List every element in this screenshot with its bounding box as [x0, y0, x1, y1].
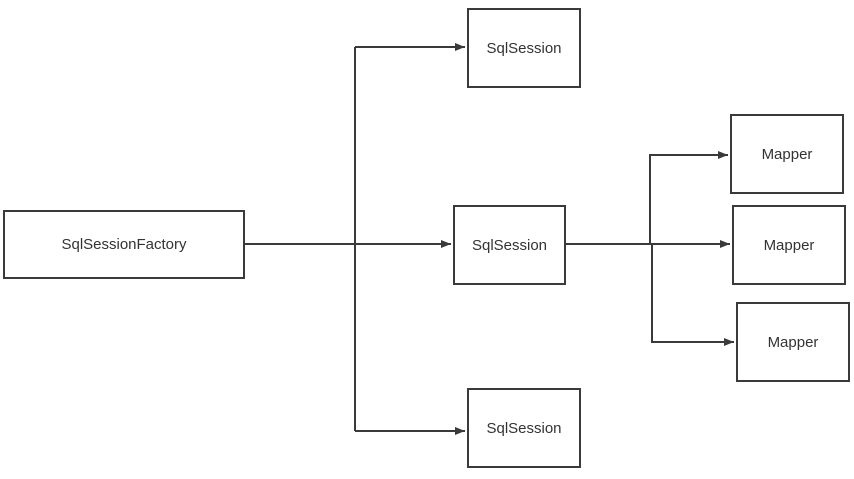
- mapper-node-2: Mapper: [732, 205, 846, 285]
- sqlsessionfactory-label: SqlSessionFactory: [61, 236, 187, 253]
- sqlsession-label-3: SqlSession: [486, 419, 562, 437]
- mapper-label-1: Mapper: [761, 145, 813, 163]
- sqlsessionfactory-node: SqlSessionFactory: [3, 210, 245, 279]
- arrow-to-mapper-3: [650, 243, 734, 346]
- mapper-label-2: Mapper: [763, 236, 815, 254]
- sqlsession-node-3: SqlSession: [467, 388, 581, 468]
- sqlsession-node-2: SqlSession: [453, 205, 566, 285]
- mapper-label-3: Mapper: [767, 333, 819, 351]
- sqlsession-label-2: SqlSession: [471, 236, 548, 254]
- sqlsession-label-1: SqlSession: [486, 39, 562, 57]
- arrow-to-mapper-1: [649, 151, 728, 245]
- mapper-node-3: Mapper: [736, 302, 850, 382]
- mapper-node-1: Mapper: [730, 114, 844, 194]
- sqlsession-node-1: SqlSession: [467, 8, 581, 88]
